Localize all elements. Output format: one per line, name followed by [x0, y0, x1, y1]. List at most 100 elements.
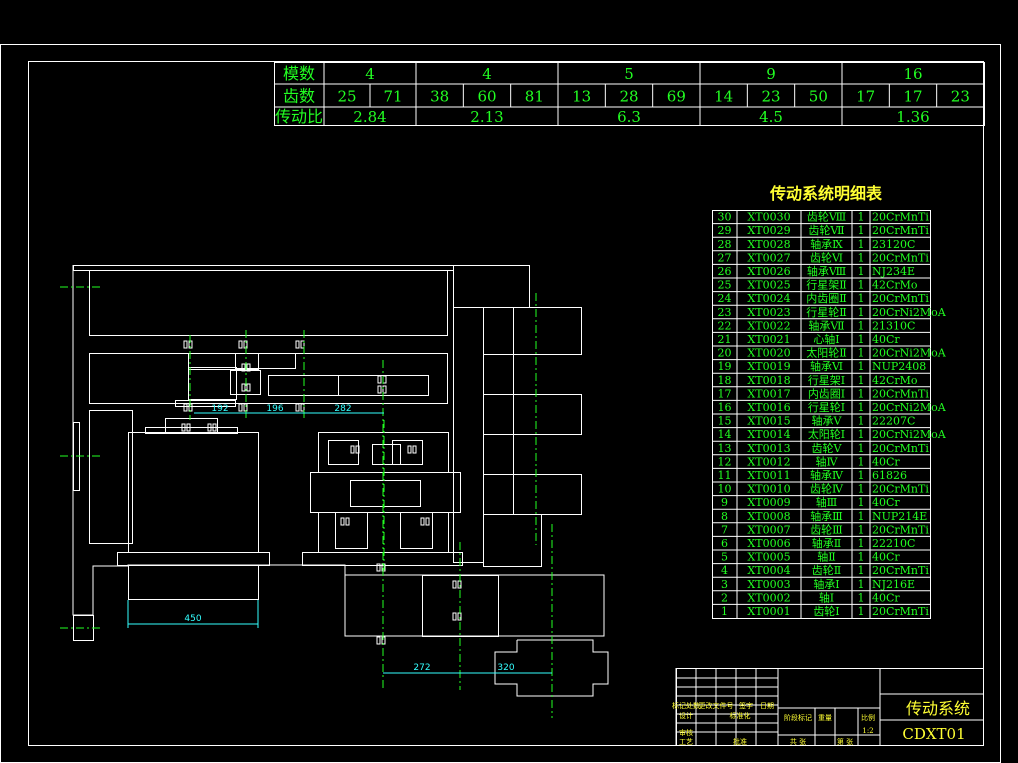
gear-shaft	[235, 353, 296, 369]
part-number: 1	[721, 605, 728, 618]
title-block-cell-text: 设计	[679, 711, 693, 720]
gear-teeth-value: 38	[430, 88, 449, 106]
part-number: 26	[718, 265, 732, 278]
part-code: XT0003	[747, 578, 790, 591]
part-code: XT0030	[747, 211, 790, 224]
parts-list-title: 传动系统明细表	[769, 184, 883, 203]
column-wall	[453, 307, 484, 563]
part-number: 13	[718, 442, 732, 455]
part-code: XT0028	[747, 238, 790, 251]
part-material: 40Cr	[872, 591, 900, 604]
column-step	[483, 307, 514, 355]
title-block-cell-text: 重量	[818, 714, 832, 722]
part-quantity: 1	[858, 591, 865, 604]
dimension-text: 450	[184, 614, 201, 624]
part-quantity: 1	[858, 265, 865, 278]
part-name: 齿轮Ⅰ	[813, 604, 839, 618]
bearing-symbol	[212, 423, 217, 432]
part-material: 40Cr	[872, 455, 900, 468]
part-code: XT0019	[747, 360, 790, 373]
part-material: 20CrMnTi	[872, 523, 929, 536]
part-number: 3	[721, 578, 728, 591]
gear-table-row-label: 模数	[283, 64, 315, 83]
bearing-symbol	[241, 363, 246, 372]
bearing-symbol	[452, 580, 457, 589]
gear-ratio-value: 4.5	[759, 108, 783, 126]
title-block-cell-text: 审核	[679, 728, 693, 737]
bearing-symbol	[241, 383, 246, 392]
part-name: 心轴Ⅰ	[813, 332, 839, 346]
part-material: 20CrMnTi	[872, 387, 929, 400]
gear-teeth-value: 28	[619, 88, 638, 106]
part-number: 14	[718, 428, 732, 441]
bearing-symbol	[345, 517, 350, 526]
part-code: XT0029	[747, 224, 790, 237]
bearing-symbol	[186, 423, 191, 432]
part-number: 2	[721, 591, 728, 604]
bearing-symbol	[183, 340, 188, 349]
part-name: 轴承Ⅳ	[810, 468, 844, 482]
gear-ratio-value: 6.3	[617, 108, 641, 126]
dimension-text: 196	[266, 404, 283, 414]
part-quantity: 1	[858, 510, 865, 523]
part-name: 齿轮Ⅵ	[810, 250, 843, 264]
gear-teeth-value: 25	[337, 88, 356, 106]
motor-flange-ring	[145, 427, 238, 434]
center-lines	[60, 286, 553, 718]
title-block-cell-text: 工艺	[679, 738, 693, 746]
column-step	[483, 354, 514, 395]
part-material: 40Cr	[872, 496, 900, 509]
gear-teeth-value: 17	[903, 88, 922, 106]
part-name: 齿轮Ⅷ	[807, 210, 846, 224]
part-material: 21310C	[872, 319, 915, 332]
title-block-cell-text: 日期	[760, 702, 774, 710]
part-number: 12	[718, 455, 732, 468]
part-material: 20CrNi2MoA	[872, 347, 947, 360]
part-quantity: 1	[858, 455, 865, 468]
part-name: 齿轮Ⅱ	[812, 563, 841, 577]
part-quantity: 1	[858, 483, 865, 496]
part-name: 行星架Ⅱ	[806, 279, 846, 292]
gear-teeth-value: 81	[525, 88, 544, 106]
part-code: XT0002	[747, 591, 790, 604]
part-quantity: 1	[858, 211, 865, 224]
part-quantity: 1	[858, 469, 865, 482]
part-quantity: 1	[858, 306, 865, 319]
gear-table-border	[274, 62, 985, 126]
title-block-cell-text: 更改文件号	[699, 701, 734, 710]
left-bearing-block	[89, 410, 133, 544]
title-block-cell-text: 第 张	[837, 737, 853, 746]
gear-teeth-value: 23	[761, 88, 780, 106]
bearing-symbol	[246, 363, 251, 372]
gear-module-value: 4	[482, 65, 492, 83]
part-material: 42CrMo	[872, 374, 918, 387]
bearing-symbol	[420, 517, 425, 526]
title-block: 传动系统CDXT01标记处数更改文件号签字日期设计标准化阶段标记重量比例审核工艺…	[672, 668, 984, 746]
part-quantity: 1	[858, 428, 865, 441]
part-quantity: 1	[858, 224, 865, 237]
part-material: 42CrMo	[872, 279, 918, 292]
sun-gear-carrier	[350, 480, 421, 507]
title-block-cell-text: 阶段标记	[784, 713, 812, 722]
title-block-cell-text: 1:2	[862, 727, 873, 735]
gear-module-value: 16	[903, 65, 922, 83]
part-number: 11	[718, 469, 732, 482]
part-number: 17	[718, 387, 732, 400]
part-name: 轴承Ⅷ	[807, 264, 846, 278]
gear-module-value: 4	[365, 65, 375, 83]
part-material: 20CrNi2MoA	[872, 401, 947, 414]
part-material: NJ234E	[872, 265, 915, 278]
part-number: 21	[718, 333, 732, 346]
part-quantity: 1	[858, 415, 865, 428]
planet-gear-lower	[400, 512, 433, 549]
gear-table-row-label: 传动比	[275, 107, 323, 126]
bearing-symbol	[376, 636, 381, 645]
part-quantity: 1	[858, 551, 865, 564]
gear-teeth-value: 71	[383, 88, 402, 106]
part-material: 20CrMnTi	[872, 251, 929, 264]
part-number: 30	[718, 211, 732, 224]
gear-module-value: 9	[766, 65, 776, 83]
part-name: 行星架Ⅰ	[808, 374, 845, 387]
